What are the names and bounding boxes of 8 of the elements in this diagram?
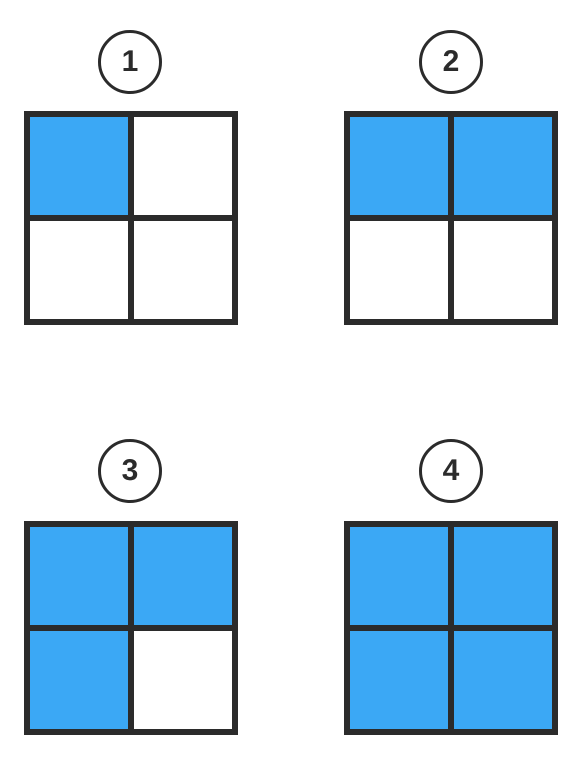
number-circle — [419, 30, 483, 94]
step-number: 3 — [122, 456, 138, 486]
number-circle — [98, 30, 162, 94]
number-circle — [98, 439, 162, 503]
number-circle — [419, 439, 483, 503]
step-number: 4 — [442, 456, 460, 486]
step-number: 1 — [122, 47, 138, 77]
step-number: 2 — [442, 47, 460, 77]
